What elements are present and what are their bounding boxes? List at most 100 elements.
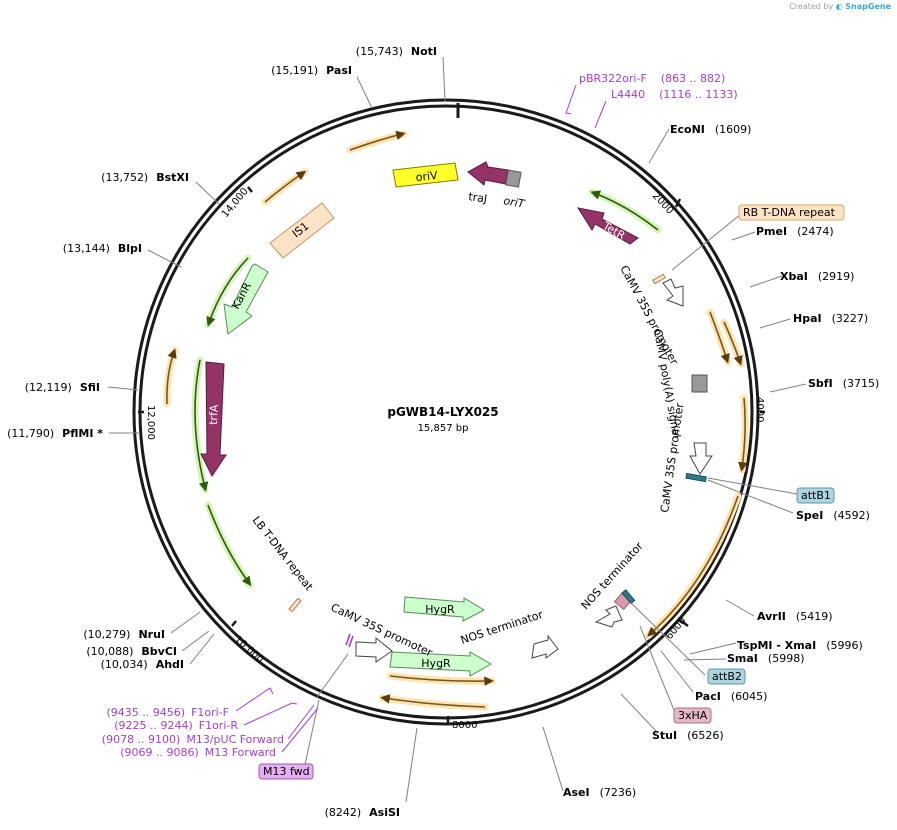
- site-pasi: (15,191) PasI: [271, 64, 352, 77]
- feature-label-orit: oriT: [502, 194, 526, 211]
- site-tspmi-xmai-pos: (5996): [826, 639, 863, 652]
- site-leaders: [107, 56, 807, 803]
- site-sbfi: SbfI(3715): [808, 377, 879, 390]
- site-pmei: PmeI(2474): [756, 225, 834, 238]
- snapgene-logo-icon: ◐: [835, 2, 843, 11]
- site-bbvci-pos: (10,088): [86, 645, 133, 658]
- credit-prefix: Created by: [789, 2, 834, 11]
- site-avrii: AvrII (5419): [757, 610, 832, 623]
- tick-10000: 10,000: [231, 620, 265, 666]
- feature-lb-tdna: LB T-DNA repeat: [250, 514, 316, 613]
- box-3xha: 3xHA: [673, 707, 712, 724]
- site-avrii-name: AvrII: [757, 610, 786, 623]
- primer-m13-forward-range: (9069 .. 9086): [120, 746, 199, 759]
- feature-traj: traJ: [467, 161, 509, 206]
- box-m13-fwd-label: M13 fwd: [263, 765, 310, 778]
- site-pflmi-pos: (11,790): [7, 427, 54, 440]
- orf-arrow: [389, 675, 494, 686]
- orf-arrow: [723, 321, 743, 366]
- site-stui-pos: (6526): [687, 729, 724, 742]
- site-econi-pos: (1609): [715, 123, 752, 136]
- primer-leaders: [235, 84, 607, 753]
- tick-12000: 12,000: [138, 405, 156, 440]
- site-nrui-pos: (10,279): [83, 628, 130, 641]
- site-smai-name: SmaI: [727, 652, 758, 665]
- site-pasi-name: PasI: [326, 64, 352, 77]
- primer-pbr322ori-f-range: (863 .. 882): [661, 72, 726, 85]
- site-nrui-name: NruI: [138, 628, 165, 641]
- feature-label-trfa: trfA: [207, 404, 221, 425]
- site-spei-pos: (4592): [833, 509, 870, 522]
- feature-hygr-1: HygR: [403, 596, 486, 622]
- box-attb1: attB1: [796, 487, 835, 504]
- green-orf-arrow: [206, 257, 249, 327]
- snapgene-credit: Created by ◐ SnapGene: [789, 2, 891, 11]
- site-smai-pos: (5998): [768, 652, 805, 665]
- orf-arrow: [738, 397, 748, 472]
- feature-is1: IS1: [269, 202, 335, 259]
- orf-arrow: [647, 495, 739, 637]
- site-ahdi-pos: (10,034): [101, 658, 148, 671]
- tick-4000: 4000: [754, 397, 765, 422]
- primer-m13-puc-forward-range: (9078 .. 9100): [102, 733, 181, 746]
- site-pflmi: (11,790) PflMI *: [7, 427, 103, 440]
- site-bstxi-pos: (13,752): [101, 171, 148, 184]
- tick-label-12000: 12,000: [145, 405, 156, 440]
- feature-label-hygr-1: HygR: [425, 603, 455, 616]
- box-m13-fwd: M13 fwd: [258, 763, 314, 780]
- site-hpai-name: HpaI: [793, 312, 822, 325]
- box-attb2: attB2: [707, 668, 746, 685]
- primer-f1ori-f: (9435 .. 9456)F1ori-F: [107, 706, 230, 719]
- site-sbfi-pos: (3715): [843, 377, 880, 390]
- primer-pbr322ori-f-name: pBR322ori-F: [579, 72, 647, 85]
- site-asei-name: AseI: [563, 786, 590, 799]
- site-noti-pos: (15,743): [356, 45, 403, 58]
- feature-orit: oriT: [502, 169, 527, 211]
- tick-8000: 8000: [446, 716, 477, 731]
- primer-l4440-range: (1116 .. 1133): [659, 88, 738, 101]
- primer-pbr322ori-f: pBR322ori-F (863 .. 882): [579, 72, 725, 85]
- site-asisi: (8242)AsiSI: [325, 806, 400, 819]
- tick-2000: 2000: [650, 191, 682, 217]
- backbone-outer-ring: [132, 98, 760, 726]
- site-pasi-pos: (15,191): [271, 64, 318, 77]
- primer-site-bar: [345, 633, 351, 646]
- site-ahdi: (10,034) AhdI: [101, 658, 184, 671]
- primer-m13-puc-forward-name: M13/pUC Forward: [186, 733, 284, 746]
- boxed-labels: RB T-DNA repeat attB1 attB2 3xHA M13 fwd: [258, 204, 845, 780]
- tick-label-10000: 10,000: [232, 634, 265, 666]
- site-asisi-pos: (8242): [325, 806, 362, 819]
- green-orf-arrow: [204, 501, 254, 589]
- site-avrii-pos: (5419): [796, 610, 833, 623]
- site-sfii-name: SfiI: [80, 381, 100, 394]
- feature-oriv: oriV: [392, 162, 459, 188]
- site-bstxi-name: BstXI: [156, 171, 189, 184]
- orf-arrow: [166, 348, 177, 405]
- site-sfii-pos: (12,119): [25, 381, 72, 394]
- primer-f1ori-f-range: (9435 .. 9456): [107, 706, 186, 719]
- primer-m13-puc-forward: (9078 .. 9100) M13/pUC Forward: [102, 733, 284, 746]
- site-stui-name: StuI: [652, 729, 677, 742]
- site-nrui: (10,279) NruI: [83, 628, 165, 641]
- orf-arrow: [264, 170, 307, 203]
- green-orf-arrows: [191, 188, 662, 589]
- primer-m13-forward: (9069 .. 9086)M13 Forward: [120, 746, 276, 759]
- feature-label-hygr-2: HygR: [421, 657, 451, 670]
- green-orf-arrow: [207, 504, 252, 587]
- site-bbvci-name: BbvCI: [141, 645, 177, 658]
- tick-label-8000: 8000: [452, 720, 477, 731]
- credit-brand: SnapGene: [845, 2, 891, 11]
- feature-hygr-2: HygR: [389, 651, 493, 677]
- site-pflmi-name: PflMI *: [62, 427, 103, 440]
- site-xbai-name: XbaI: [780, 270, 808, 283]
- feature-trfa: trfA: [200, 361, 227, 477]
- feature-label-lb-tdna: LB T-DNA repeat: [250, 514, 316, 594]
- box-rb-tdna-label: RB T-DNA repeat: [743, 206, 836, 219]
- site-ahdi-name: AhdI: [156, 658, 184, 671]
- site-stui: StuI (6526): [652, 729, 724, 742]
- orf-arrow: [644, 492, 742, 640]
- site-blpi-name: BlpI: [118, 242, 142, 255]
- site-blpi-pos: (13,144): [63, 242, 110, 255]
- orf-arrow: [709, 311, 730, 364]
